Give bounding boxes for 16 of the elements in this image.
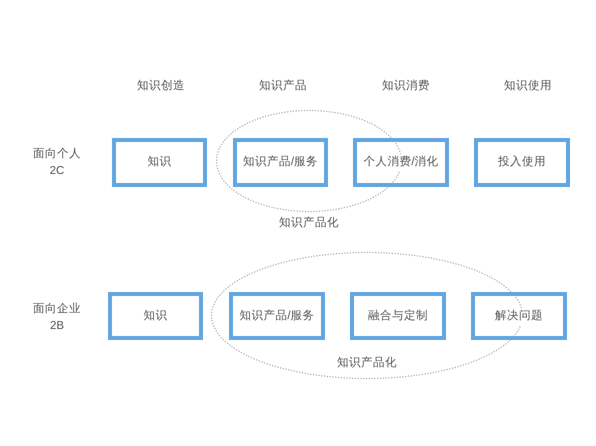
stage-box: 知识产品/服务: [233, 138, 328, 187]
column-heading: 知识产品: [258, 78, 308, 94]
row-heading: 面向个人 2C: [32, 146, 82, 179]
stage-box: 投入使用: [474, 138, 570, 187]
stage-box: 融合与定制: [350, 292, 446, 340]
column-heading: 知识创造: [136, 78, 186, 94]
row-heading: 面向企业 2B: [32, 302, 82, 334]
stage-box: 知识: [108, 292, 203, 340]
stage-box: 解决问题: [471, 292, 567, 340]
stage-box: 知识: [112, 138, 207, 187]
column-heading: 知识使用: [503, 78, 553, 94]
stage-box: 知识产品/服务: [229, 292, 325, 340]
group-label: 知识产品化: [337, 356, 397, 371]
stage-box: 个人消费/消化: [353, 138, 449, 187]
column-heading: 知识消费: [381, 78, 431, 94]
group-label: 知识产品化: [279, 216, 339, 231]
